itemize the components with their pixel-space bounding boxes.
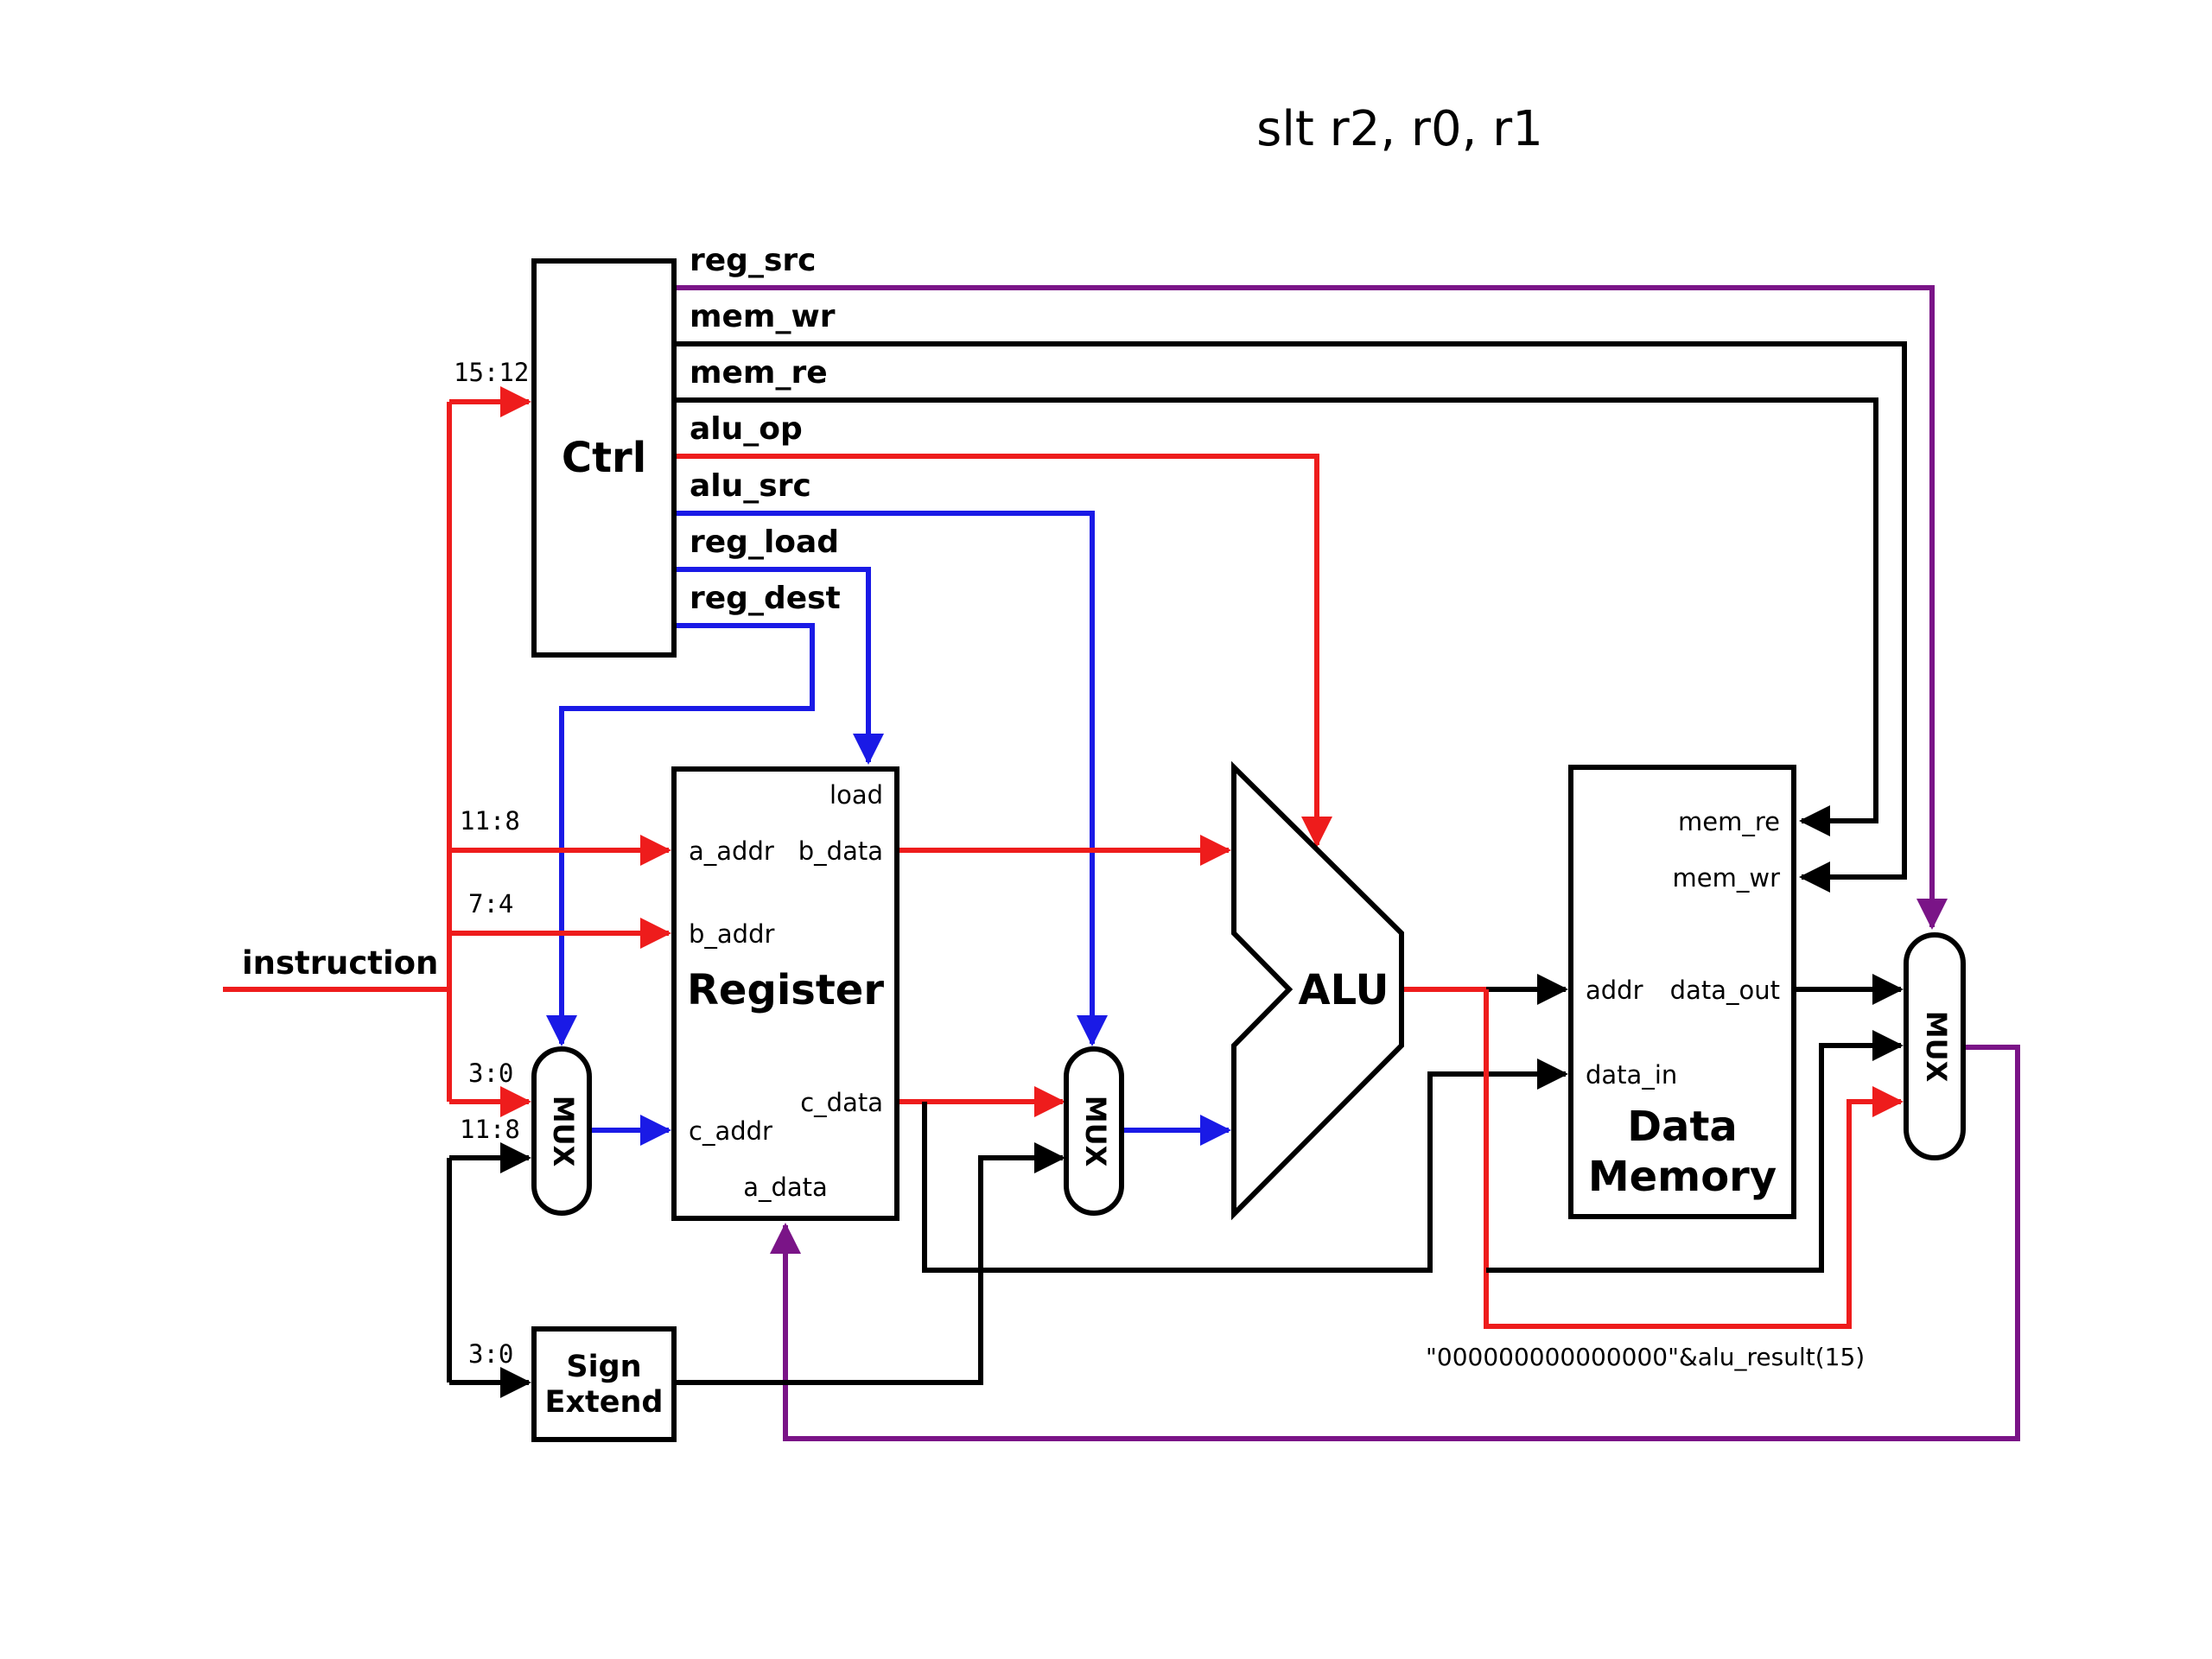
sign-extend-block: Sign Extend [531, 1326, 677, 1442]
alu-src-wire [674, 511, 1108, 1046]
sign-extend-label-1: Sign [566, 1350, 641, 1384]
slt-result-wire [1484, 989, 1904, 1329]
port-addr: addr [1586, 976, 1643, 1005]
reg-src-wire [674, 285, 1948, 930]
bits-15-12: 15:12 [454, 358, 529, 387]
reg-src-mux: MUX [1904, 932, 1966, 1160]
bits-7-4: 7:4 [468, 889, 513, 918]
mux-label-middle: MUX [1079, 1096, 1112, 1167]
port-data-out: data_out [1670, 976, 1780, 1005]
register-label: Register [687, 966, 884, 1014]
mem-re-wire [674, 397, 1878, 836]
bits-3-0-mux: 3:0 [468, 1058, 513, 1088]
alu-block: ALU [1231, 760, 1404, 1221]
mux-label-right: MUX [1920, 1011, 1953, 1083]
port-b-data: b_data [798, 836, 883, 866]
port-c-addr: c_addr [689, 1116, 772, 1146]
data-in-wire [922, 1058, 1568, 1273]
alu-op-label: alu_op [690, 411, 803, 447]
sign-extend-label-2: Extend [545, 1385, 664, 1420]
mux-label-left: MUX [547, 1096, 580, 1167]
reg-src-label: reg_src [690, 243, 816, 278]
alu-bypass-wire [1486, 1030, 1904, 1273]
mem-wr-label: mem_wr [690, 299, 836, 334]
reg-dest-wire [546, 623, 815, 1046]
bits-11-8-a: 11:8 [460, 806, 520, 836]
reg-load-wire [674, 567, 884, 765]
alu-op-wire [674, 454, 1332, 848]
reg-dest-mux: MUX [531, 1046, 592, 1216]
slt-annotation: "000000000000000"&alu_result(15) [1426, 1343, 1865, 1371]
writeback-wire [770, 1045, 2020, 1441]
ctrl-label: Ctrl [562, 434, 646, 482]
port-a-addr: a_addr [689, 836, 774, 866]
port-b-addr: b_addr [689, 919, 774, 949]
alu-src-mux: MUX [1064, 1046, 1124, 1216]
data-memory-label-1: Data [1627, 1103, 1738, 1151]
port-mem-wr: mem_wr [1673, 863, 1781, 893]
instruction-title: slt r2, r0, r1 [1256, 101, 1543, 157]
reg-dest-label: reg_dest [690, 581, 841, 616]
alu-label: ALU [1299, 966, 1389, 1014]
reg-load-label: reg_load [690, 524, 839, 560]
port-a-data: a_data [743, 1173, 828, 1202]
ctrl-block: Ctrl [531, 258, 677, 658]
mem-re-label: mem_re [690, 355, 828, 391]
port-load: load [830, 780, 883, 810]
mem-wr-wire [674, 341, 1907, 893]
bits-11-8-mux: 11:8 [460, 1115, 520, 1144]
port-data-in: data_in [1586, 1060, 1677, 1090]
data-memory-label-2: Memory [1588, 1153, 1777, 1201]
port-mem-re: mem_re [1678, 807, 1780, 836]
data-memory-block: mem_re mem_wr addr data_out data_in Data… [1568, 765, 1796, 1219]
instruction-label: instruction [242, 944, 438, 982]
bits-3-0-sign: 3:0 [468, 1339, 513, 1369]
sign-extend-out-wire [674, 1142, 1065, 1385]
port-c-data: c_data [800, 1088, 883, 1117]
alu-src-label: alu_src [690, 468, 811, 504]
register-file: load a_addr b_data b_addr Register c_dat… [671, 766, 899, 1221]
